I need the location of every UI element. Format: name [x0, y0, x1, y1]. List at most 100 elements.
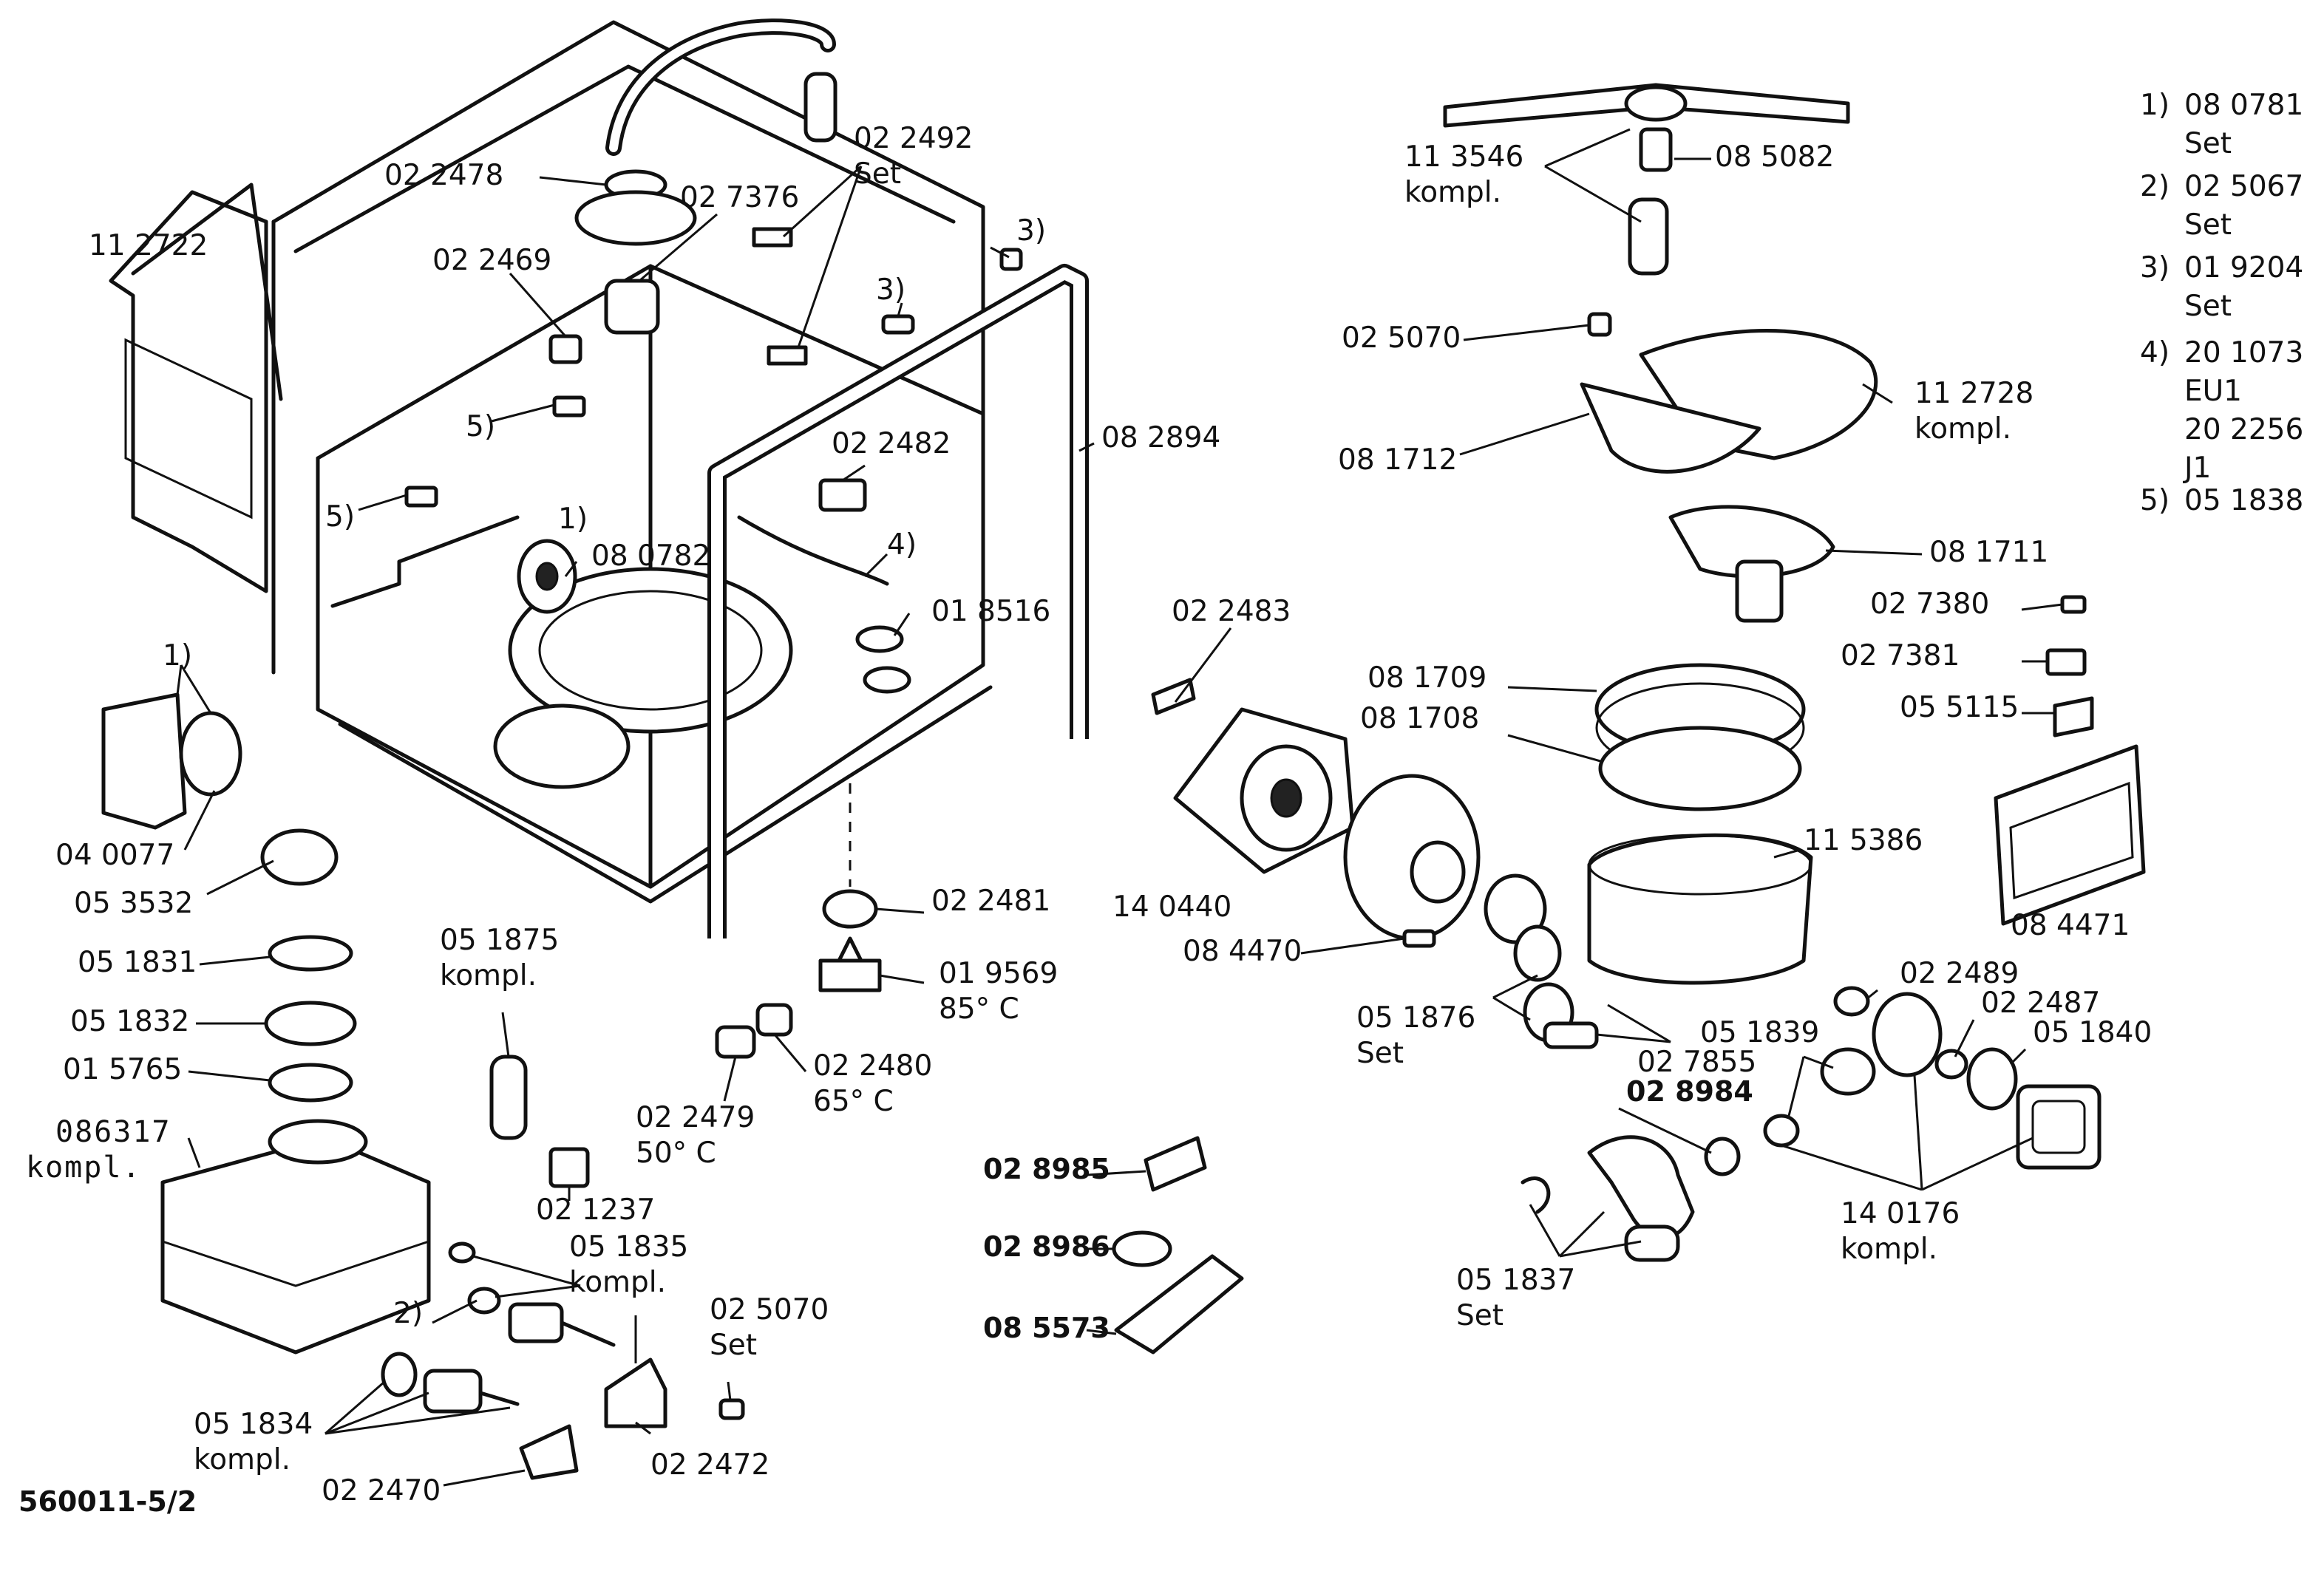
- part-label-022487: 02 2487: [1981, 987, 2100, 1020]
- sump-housing-11-5386: [1587, 833, 1813, 985]
- part-label-line: 50° C: [636, 1137, 716, 1170]
- diagram-code: 560011-5/2: [18, 1485, 197, 1518]
- part-label-040077: 04 0077: [55, 839, 174, 872]
- part-label-line: 11 5386: [1804, 824, 1923, 857]
- part-label-028985: 02 8985: [983, 1153, 1110, 1185]
- thermostat-02-2480: [755, 1003, 793, 1037]
- seal-02-2489: [1833, 986, 1870, 1017]
- part-label-line: 02 2479: [636, 1101, 755, 1134]
- plate-01-8516-b: [863, 666, 911, 694]
- ring-04-0077: [179, 711, 242, 797]
- screw-02-5070: [718, 1398, 745, 1420]
- part-label-051832: 05 1832: [70, 1005, 189, 1038]
- legend-number: 4): [2140, 336, 2170, 369]
- part-label-line: 02 2472: [650, 1448, 769, 1482]
- part-label-022469: 02 2469: [432, 244, 551, 277]
- dispenser-04-0077: [101, 692, 187, 830]
- part-label-line: kompl.: [1914, 412, 2011, 446]
- filter-08-1712: [1580, 382, 1761, 474]
- part-label-line: 02 5070: [1342, 321, 1461, 355]
- nut-3a: [999, 248, 1023, 271]
- part-label-line: 14 0176: [1841, 1197, 1960, 1230]
- legend-line: 02 5067: [2184, 170, 2303, 203]
- part-label-027376: 02 7376: [680, 181, 799, 214]
- part-label-028984: 02 8984: [1626, 1075, 1753, 1108]
- part-label-ref1b: 1): [163, 639, 192, 672]
- part-label-line: 08 2894: [1101, 421, 1220, 454]
- bracket-02-8985: [1144, 1136, 1207, 1192]
- part-label-053532: 05 3532: [74, 887, 193, 920]
- sump-08-1711: [1668, 505, 1835, 623]
- part-label-055115: 05 5115: [1900, 691, 2019, 724]
- part-label-051831: 05 1831: [78, 946, 197, 979]
- part-label-line: kompl.: [1841, 1233, 1937, 1266]
- part-02-2487: [1934, 1049, 1968, 1080]
- ring-05-1831: [268, 935, 353, 972]
- part-label-line: Set: [710, 1329, 757, 1362]
- panel-08-4471: [1994, 744, 2146, 926]
- legend-number: 2): [2140, 170, 2170, 203]
- part-label-051839: 05 1839: [1700, 1016, 1819, 1049]
- nut-02-7376: [604, 279, 660, 335]
- part-label-line: 05 1834: [194, 1408, 313, 1441]
- clip-05-5115: [2053, 696, 2094, 737]
- screw-3b: [881, 314, 915, 335]
- ring-01-5765: [268, 1063, 353, 1103]
- hose-4: [737, 515, 889, 586]
- part-label-line: 08 5573: [983, 1312, 1110, 1344]
- part-label-line: 02 8985: [983, 1153, 1110, 1185]
- part-label-112722: 11 2722: [89, 229, 208, 262]
- pin-02-2483: [1151, 678, 1196, 715]
- legend-entry: 5)05 1838: [2140, 484, 2303, 517]
- switch-05-1875: [489, 1055, 528, 1140]
- hose-elbow-05-1837: [1587, 1135, 1695, 1240]
- plate-01-8516-a: [855, 625, 904, 653]
- part-label-line: 01 5765: [63, 1053, 182, 1086]
- part-label-line: 05 1876: [1356, 1001, 1475, 1035]
- part-label-line: 01 8516: [931, 595, 1050, 628]
- part-label-018516: 01 8516: [931, 595, 1050, 628]
- part-label-line: 05 1831: [78, 946, 197, 979]
- part-label-line: 02 2489: [1900, 957, 2019, 990]
- part-label-027380: 02 7380: [1870, 587, 1989, 621]
- part-label-081712: 08 1712: [1338, 443, 1457, 477]
- part-label-082894: 08 2894: [1101, 421, 1220, 454]
- part-label-line: 02 8984: [1626, 1075, 1753, 1108]
- legend-line: Set: [2184, 290, 2232, 323]
- legend-number: 1): [2140, 89, 2170, 122]
- part-label-line: 02 2482: [832, 427, 951, 460]
- part-label-line: 11 3546: [1404, 140, 1523, 174]
- seal-05-1839: [1763, 1114, 1800, 1148]
- valve-05-1834: [381, 1352, 520, 1414]
- part-label-022483: 02 2483: [1172, 595, 1291, 628]
- part-label-line: 85° C: [939, 992, 1019, 1026]
- part-label-line: 1): [163, 639, 192, 672]
- part-label-line: kompl.: [194, 1443, 290, 1476]
- part-label-line: 02 2481: [931, 885, 1050, 918]
- part-label-line: kompl.: [569, 1266, 666, 1299]
- clip-02-2492-b: [767, 345, 808, 366]
- coupling-11-3546: [1628, 197, 1669, 276]
- part-label-line: 08 0782: [591, 539, 710, 573]
- cap-02-8986: [1112, 1230, 1172, 1267]
- housing-02-2470: [519, 1424, 579, 1480]
- part-label-084471: 08 4471: [2011, 909, 2130, 942]
- part-label-line: 02 1237: [536, 1193, 655, 1227]
- part-label-line: 08 1708: [1360, 702, 1479, 735]
- part-label-line: 02 7380: [1870, 587, 1989, 621]
- legend-line: 01 9204: [2184, 251, 2303, 285]
- pump-08-4470: [1343, 774, 1547, 944]
- microswitch-02-1237: [548, 1147, 590, 1188]
- ring-02-8984: [1704, 1137, 1741, 1176]
- screw-02-5070-a: [1587, 312, 1612, 337]
